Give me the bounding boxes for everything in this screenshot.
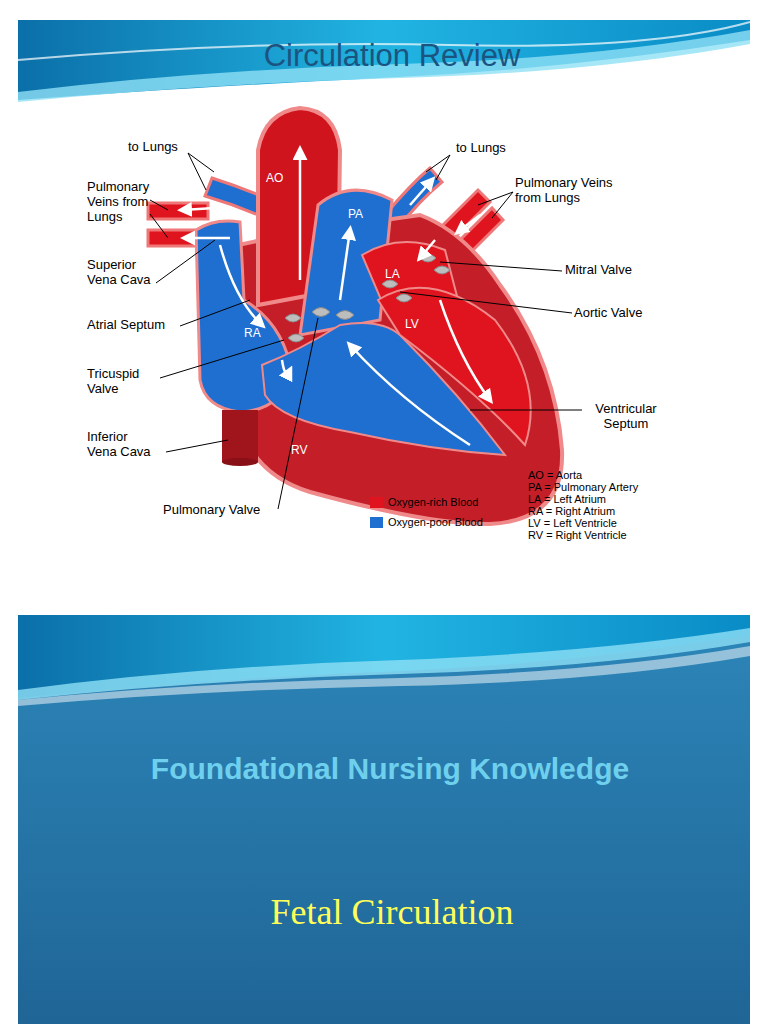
slide-background [18, 615, 750, 1024]
anatomy-label: Aortic Valve [574, 306, 642, 321]
slide-subtitle: Fetal Circulation [271, 892, 514, 933]
legend-text: Oxygen-poor Blood [388, 516, 483, 529]
abbreviation-key: RA = Right Atrium [528, 505, 615, 518]
anatomy-label: Pulmonary Valve [163, 503, 260, 518]
anatomy-label: Ventricular Septum [580, 402, 672, 432]
chamber-label: RA [244, 327, 261, 341]
anatomy-label: Inferior Vena Cava [87, 430, 159, 460]
chamber-label: PA [348, 208, 363, 222]
legend-swatch [370, 517, 383, 528]
anatomy-label: Atrial Septum [87, 318, 165, 333]
chamber-label: LV [405, 318, 419, 332]
anatomy-label: to Lungs [128, 140, 178, 155]
legend-swatch [370, 497, 383, 508]
chamber-label: RV [291, 444, 307, 458]
anatomy-label: Tricuspid Valve [87, 367, 159, 397]
anatomy-label: Pulmonary Veins from Lungs [515, 176, 627, 206]
chamber-label: AO [266, 172, 283, 186]
header-wave [18, 615, 750, 706]
chamber-label: LA [385, 268, 400, 282]
abbreviation-key: PA = Pulmonary Artery [528, 481, 638, 494]
abbreviation-key: LV = Left Ventricle [528, 517, 617, 530]
anatomy-label: to Lungs [456, 141, 506, 156]
heart-illustration [148, 108, 562, 524]
leader-lines [150, 153, 582, 509]
anatomy-label: Mitral Valve [565, 263, 632, 278]
legend-text: Oxygen-rich Blood [388, 496, 479, 509]
abbreviation-key: RV = Right Ventricle [528, 529, 627, 542]
abbreviation-key: AO = Aorta [528, 469, 582, 482]
slide-heading: Foundational Nursing Knowledge [151, 752, 629, 787]
abbreviation-key: LA = Left Atrium [528, 493, 606, 506]
header-wave [18, 20, 750, 102]
slide-title: Circulation Review [264, 38, 521, 74]
anatomy-label: Superior Vena Cava [87, 258, 159, 288]
anatomy-label: Pulmonary Veins from Lungs [87, 180, 159, 225]
